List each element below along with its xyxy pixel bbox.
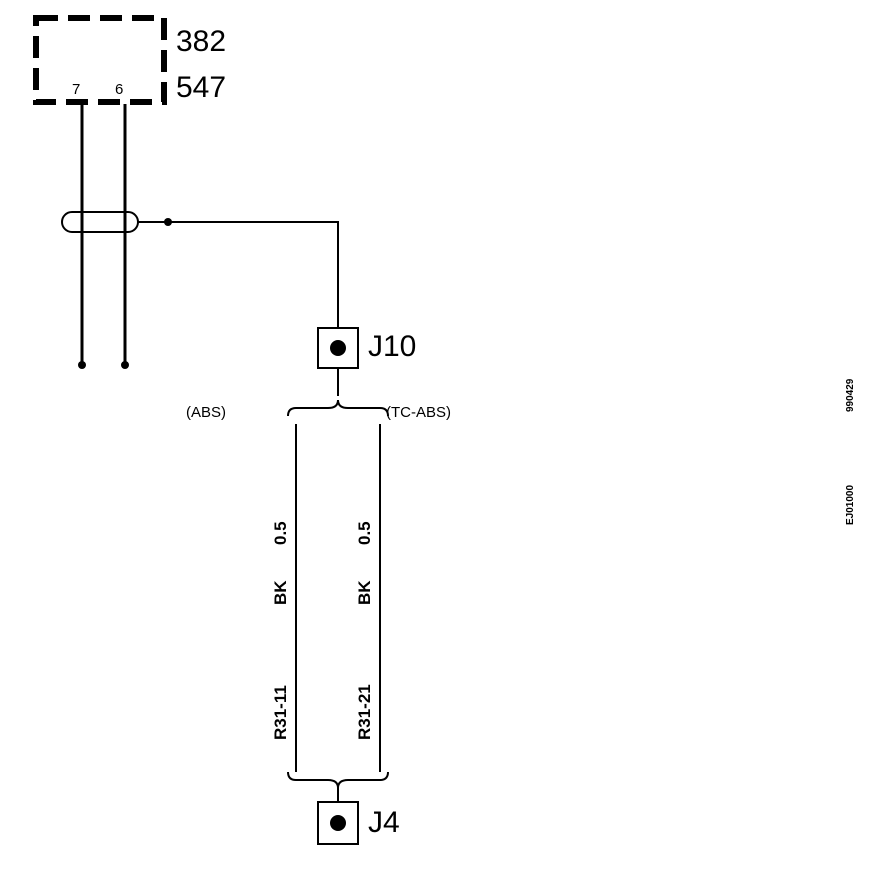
connector-j10-pin <box>330 340 346 356</box>
component-code-top: 382 <box>176 25 226 58</box>
upper-brace <box>287 399 389 417</box>
shield-drain-wire <box>138 221 339 330</box>
shield-junction-dot <box>164 218 172 226</box>
pin-label-7: 7 <box>72 81 80 98</box>
connector-j4-label: J4 <box>368 806 400 839</box>
wire-abs-id: R31-11 <box>271 685 290 740</box>
wire-abs-color: BK <box>271 580 290 605</box>
wire-abs-size: 0.5 <box>271 521 290 545</box>
pin-6-terminal <box>121 361 129 369</box>
component-code-bottom: 547 <box>176 71 226 104</box>
variant-label-abs: (ABS) <box>186 404 226 421</box>
side-code-date: 990429 <box>845 378 856 412</box>
pin-7-terminal <box>78 361 86 369</box>
connector-j10-label: J10 <box>368 330 416 363</box>
pin-label-6: 6 <box>115 81 123 98</box>
component-box <box>33 15 167 105</box>
side-code-ref: EJ01000 <box>845 485 856 525</box>
lower-brace <box>287 771 389 789</box>
wire-tc-abs-id: R31-21 <box>355 684 374 740</box>
connector-j4-pin <box>330 815 346 831</box>
wire-tc-abs-size: 0.5 <box>355 521 374 545</box>
variant-label-tc-abs: (TC-ABS) <box>386 404 451 421</box>
wire-tc-abs-color: BK <box>355 580 374 605</box>
shield-oval <box>61 211 139 233</box>
